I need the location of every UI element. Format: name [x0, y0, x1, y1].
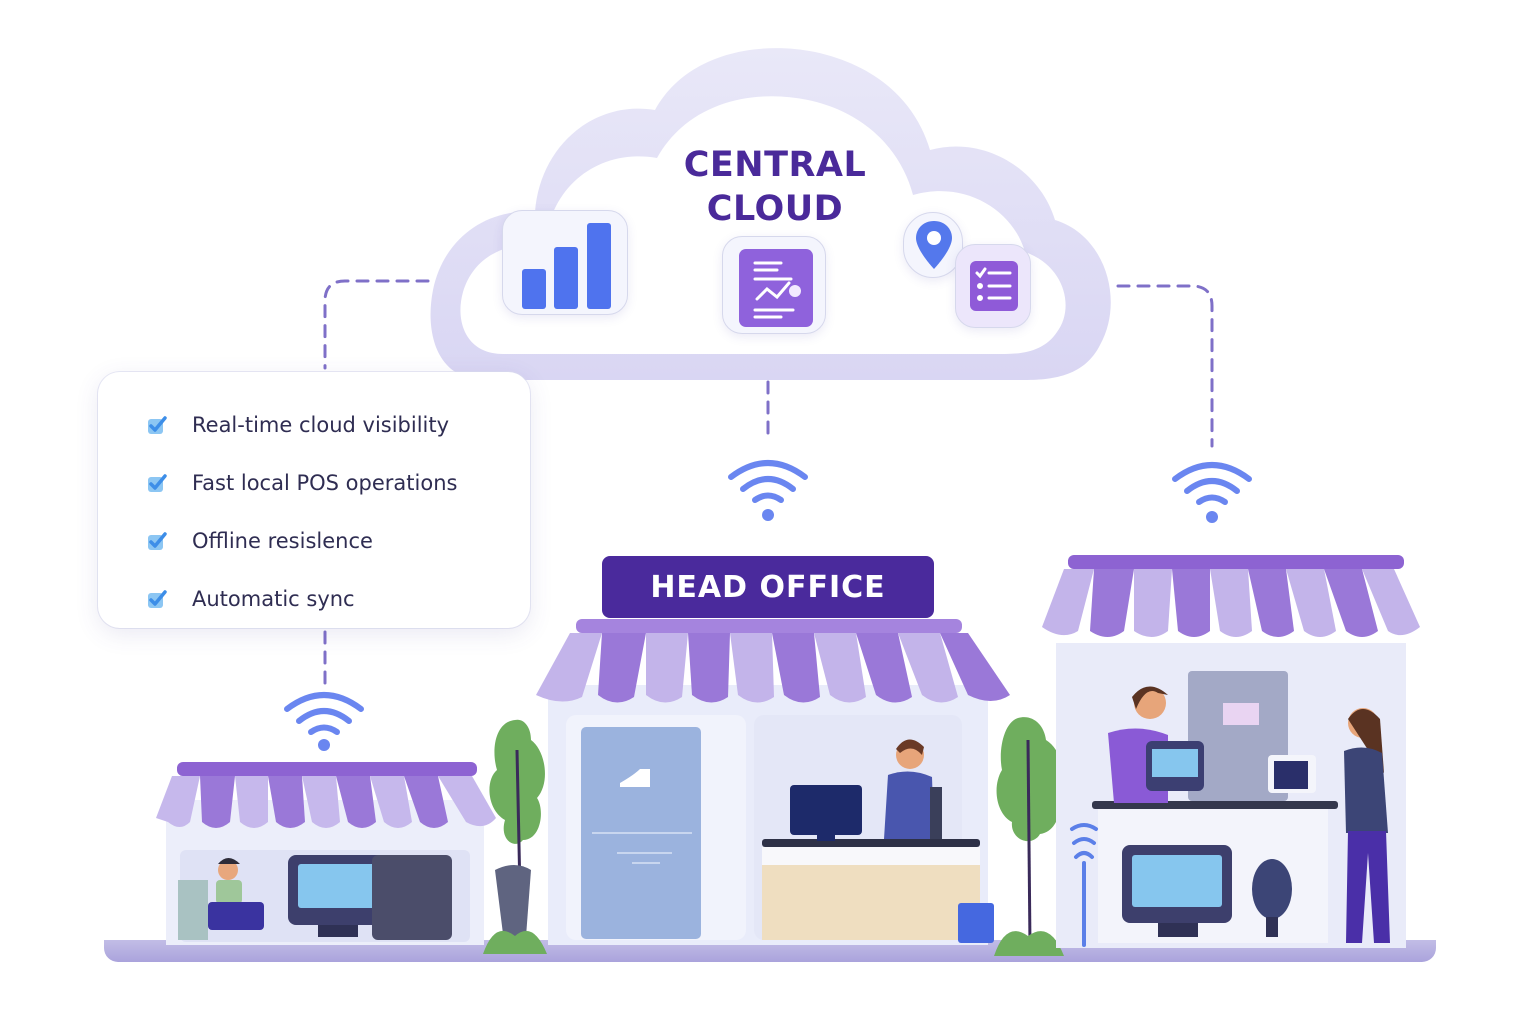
wifi-icon [284, 692, 364, 751]
feature-item: Automatic sync [146, 570, 530, 628]
cloud-title-line2: CLOUD [706, 189, 844, 229]
checkbox-checked-icon [148, 474, 167, 492]
checkbox-checked-icon [148, 416, 167, 434]
feature-item: Fast local POS operations [146, 454, 530, 512]
head-office-label: HEAD OFFICE [650, 569, 886, 605]
feature-item: Offline resislence [146, 512, 530, 570]
feature-label: Fast local POS operations [192, 471, 458, 495]
features-card: Real-time cloud visibility Fast local PO… [98, 372, 530, 628]
feature-item: Real-time cloud visibility [146, 396, 530, 454]
checklist-tile [955, 244, 1031, 328]
plant-icon [483, 719, 547, 954]
cloud-title-line1: CENTRAL [683, 145, 867, 185]
report-chart-icon [739, 249, 813, 327]
report-tile [722, 236, 826, 334]
head-office-building [536, 619, 1010, 945]
cloud-title: CENTRAL CLOUD [640, 143, 910, 231]
wifi-icon [728, 460, 808, 521]
location-pin-tile [903, 212, 963, 278]
checkbox-checked-icon [148, 532, 167, 550]
wifi-icon [1172, 462, 1252, 523]
checkbox-checked-icon [148, 590, 167, 608]
retail-store-icon [1042, 555, 1420, 948]
feature-label: Offline resislence [192, 529, 373, 553]
feature-label: Automatic sync [192, 587, 355, 611]
bar-chart-tile [502, 210, 628, 315]
small-store-icon [156, 762, 496, 945]
plant-icon [994, 717, 1064, 956]
checklist-icon [970, 261, 1018, 311]
bar-chart-icon [522, 223, 611, 309]
feature-label: Real-time cloud visibility [192, 413, 450, 437]
location-pin-icon [916, 221, 952, 269]
head-office-sign: HEAD OFFICE [602, 556, 934, 618]
